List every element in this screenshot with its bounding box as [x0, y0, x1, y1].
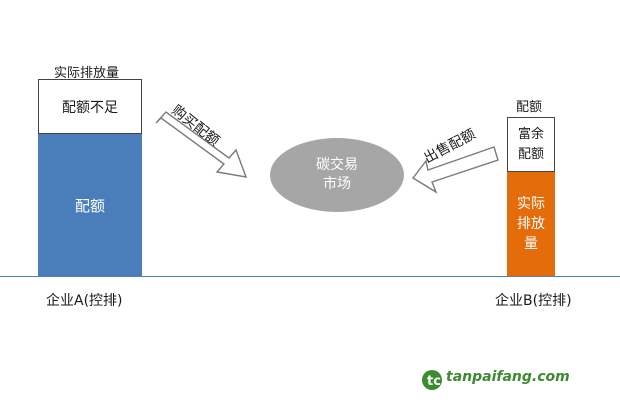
baseline [0, 276, 620, 277]
watermark-logo-circle [422, 370, 442, 390]
company-a-actual-emissions-label: 实际排放量 [54, 66, 120, 81]
company-b-emissions-label: 实际 排放 量 [517, 196, 545, 252]
company-a-shortfall-label: 配额不足 [62, 99, 118, 116]
company-a-name: 企业A(控排) [46, 293, 123, 309]
watermark-text: tanpaifang.com [446, 369, 570, 385]
company-b-name: 企业B(控排) [495, 293, 572, 309]
carbon-market-label: 碳交易 市场 [316, 157, 358, 192]
company-a-shortfall-box: 配额不足 [38, 79, 142, 134]
company-a-allowance-box: 配额 [38, 134, 142, 276]
company-b-allowance-label: 配额 [516, 100, 543, 115]
svg-text:tc: tc [427, 374, 441, 389]
buy-arrow [155, 111, 248, 178]
carbon-market-ellipse: 碳交易 市场 [270, 138, 404, 212]
company-b-surplus-box: 富余 配额 [507, 117, 555, 172]
company-b-surplus-label: 富余 配额 [517, 126, 544, 162]
company-a-allowance-label: 配额 [74, 196, 105, 215]
company-b-emissions-box: 实际 排放 量 [507, 172, 555, 276]
sell-arrow [411, 146, 499, 194]
